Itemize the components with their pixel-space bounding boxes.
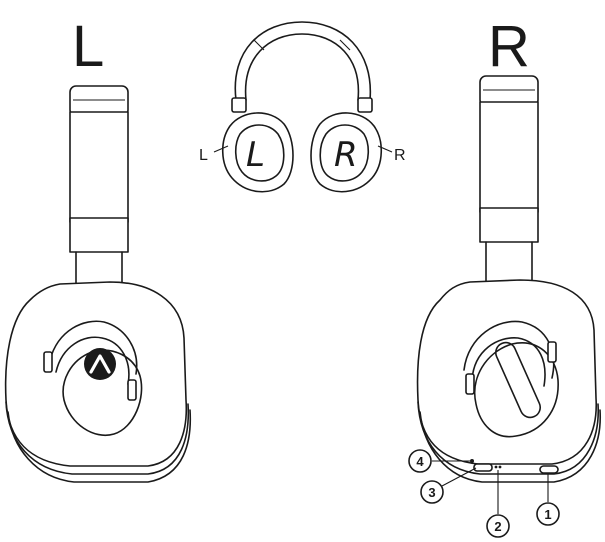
- left-side-label: L: [72, 14, 104, 79]
- callout-2: 2: [486, 470, 510, 538]
- svg-text:2: 2: [494, 519, 501, 534]
- right-earcup-side-view: [416, 75, 601, 483]
- headphones-front-view: [213, 21, 393, 193]
- right-side-label: R: [488, 14, 530, 79]
- front-view-left-label: L: [199, 147, 208, 164]
- svg-text:1: 1: [544, 507, 551, 522]
- left-earcup-side-view: [4, 85, 192, 483]
- svg-text:4: 4: [416, 454, 424, 469]
- callout-1: 1: [536, 474, 560, 526]
- front-view-right-label: R: [394, 147, 406, 164]
- left-cup-letter: L: [246, 135, 265, 175]
- svg-text:3: 3: [428, 485, 435, 500]
- logo-icon: [84, 348, 116, 380]
- callout-4: 4: [408, 449, 470, 473]
- callout-3: 3: [420, 467, 477, 504]
- right-cup-letter: R: [334, 135, 358, 175]
